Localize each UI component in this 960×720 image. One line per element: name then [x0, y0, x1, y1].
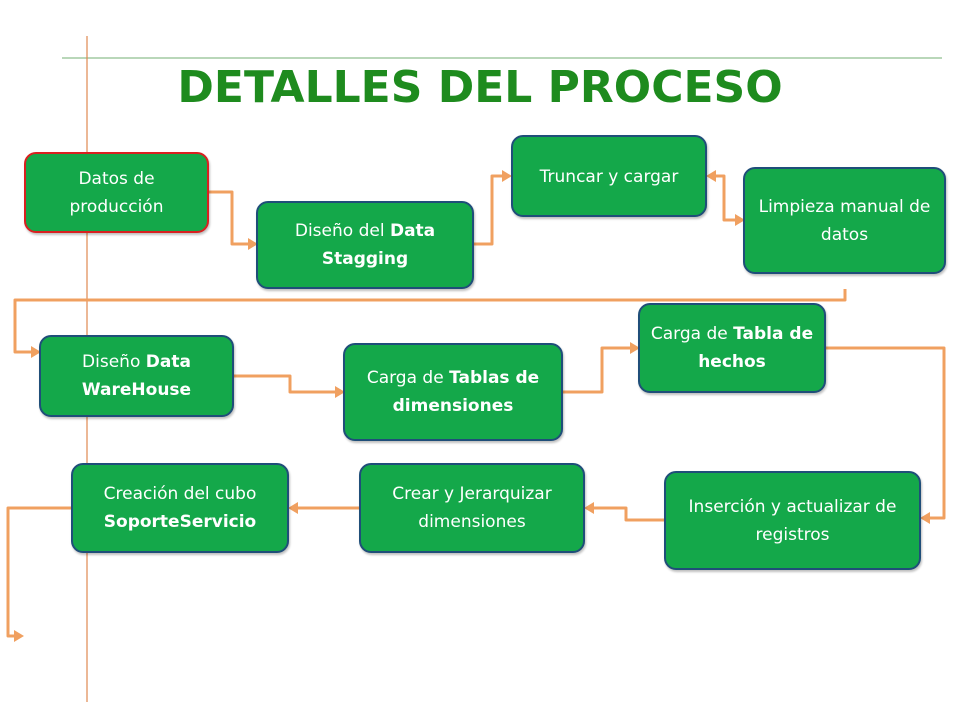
arrowhead	[248, 238, 258, 250]
node-label-part: Carga de	[650, 324, 734, 344]
node-truncar-y-cargar: Truncar y cargar	[511, 135, 707, 217]
arrowheads	[14, 170, 930, 642]
node-label-part: Inserción y actualizar de registros	[688, 496, 897, 545]
node-label: Diseño del Data Stagging	[266, 217, 464, 273]
node-label-part: Diseño del	[294, 221, 390, 241]
node-diseno-data-warehouse: Diseño Data WareHouse	[39, 335, 234, 417]
node-carga-tabla-hechos: Carga de Tabla de hechos	[638, 303, 826, 393]
node-creacion-cubo: Creación del cubo SoporteServicio	[71, 463, 289, 553]
connector-dimensiones-hechos	[562, 346, 632, 394]
node-label: Inserción y actualizar de registros	[674, 493, 911, 549]
page-title: DETALLES DEL PROCESO	[177, 62, 783, 113]
node-label-part: Datos de producción	[69, 168, 164, 217]
node-label: Carga de Tabla de hechos	[648, 320, 816, 376]
arrowhead	[502, 170, 512, 182]
node-label-bold-part: Data Stagging	[321, 221, 436, 269]
connectors	[6, 174, 946, 638]
arrowhead	[630, 342, 640, 354]
arrowhead	[735, 214, 745, 226]
arrowhead	[584, 502, 594, 514]
node-label: Truncar y cargar	[540, 163, 679, 191]
connector-hechos-insercion	[825, 346, 946, 520]
node-carga-tablas-dimensiones: Carga de Tablas de dimensiones	[343, 343, 563, 441]
arrowhead	[288, 502, 298, 514]
node-diseno-data-stagging: Diseño del Data Stagging	[256, 201, 474, 289]
node-label: Datos de producción	[34, 165, 199, 221]
node-label: Limpieza manual de datos	[753, 193, 936, 249]
node-label-part: Limpieza manual de datos	[758, 196, 931, 245]
node-label-bold-part: Tabla de hechos	[698, 324, 814, 372]
connector-cubo-exit	[6, 506, 72, 638]
node-insercion-actualizar: Inserción y actualizar de registros	[664, 471, 921, 570]
arrowhead	[14, 630, 24, 642]
node-label-bold-part: SoporteServicio	[103, 512, 257, 532]
node-label-bold-part: Data WareHouse	[81, 352, 192, 400]
connector-insercion-jerarquizar	[592, 506, 664, 522]
node-label: Diseño Data WareHouse	[49, 348, 224, 404]
node-label-part: Creación del cubo	[103, 484, 257, 504]
node-label: Carga de Tablas de dimensiones	[353, 364, 553, 420]
connector-truncar-limpieza	[713, 174, 737, 222]
node-label: Creación del cubo SoporteServicio	[81, 480, 279, 536]
node-label-part: Carga de	[366, 368, 450, 388]
arrowhead	[31, 346, 41, 358]
arrowhead	[335, 386, 345, 398]
node-label-part: Diseño	[82, 352, 146, 372]
arrowhead	[920, 512, 930, 524]
connector-staging-truncar	[473, 174, 506, 246]
connector-warehouse-dimensiones	[233, 374, 337, 394]
node-label-part: Truncar y cargar	[539, 167, 679, 187]
node-label: Crear y Jerarquizar dimensiones	[369, 480, 575, 536]
node-label-bold-part: Tablas de dimensiones	[392, 368, 540, 416]
connector-limpieza-warehouse	[13, 289, 847, 354]
node-datos-produccion: Datos de producción	[24, 152, 209, 233]
arrowhead	[706, 170, 716, 182]
connector-produccion-staging	[208, 190, 250, 246]
node-crear-jerarquizar: Crear y Jerarquizar dimensiones	[359, 463, 585, 553]
node-label-part: Crear y Jerarquizar dimensiones	[392, 484, 552, 532]
node-limpieza-manual: Limpieza manual de datos	[743, 167, 946, 274]
